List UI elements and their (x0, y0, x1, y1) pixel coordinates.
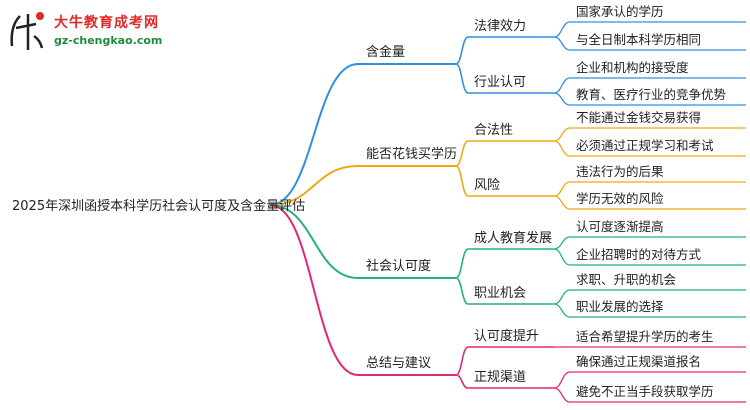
connector-line (455, 374, 469, 389)
connector-line (553, 181, 571, 197)
connector-line (553, 195, 571, 210)
connector-line (553, 21, 571, 38)
connector-line (553, 140, 571, 157)
connector-line (553, 387, 571, 403)
logo-dot-icon (36, 12, 44, 20)
connector-line (269, 63, 359, 206)
connector-line (455, 346, 469, 376)
connector-line (553, 289, 571, 305)
connector-line (455, 140, 469, 167)
sub-branch-node: 认可度提升 (474, 328, 539, 344)
connector-line (455, 248, 469, 279)
leaf-node: 职业发展的选择 (576, 299, 664, 314)
leaf-node: 与全日制本科学历相同 (576, 32, 701, 47)
mindmap-labels: 2025年深圳函授本科学历社会认可度及含金量评估 含金量 法律效力 国家承认的学历与全… (12, 4, 727, 399)
connector-line (455, 63, 469, 94)
sub-branch-node: 行业认可 (474, 75, 526, 90)
leaf-node: 适合希望提升学历的考生 (576, 329, 714, 344)
branch-node: 社会认可度 (366, 258, 431, 274)
connector-line (455, 165, 469, 197)
sub-branch-node: 法律效力 (474, 19, 526, 34)
sub-branch-node: 正规渠道 (474, 370, 526, 385)
logo-mark-icon (10, 12, 44, 50)
leaf-node: 确保通过正规渠道报名 (576, 354, 701, 369)
connector-line (553, 248, 571, 266)
connector-line (553, 77, 571, 94)
branch-node: 能否花钱买学历 (366, 146, 457, 162)
sub-branch-node: 职业机会 (474, 286, 526, 301)
connector-line (269, 204, 359, 376)
connector-line (553, 127, 571, 142)
leaf-node: 违法行为的后果 (576, 164, 664, 179)
logo-url: gz-chengkao.com (54, 34, 163, 47)
connector-line (553, 371, 571, 389)
connector-line (269, 204, 359, 279)
sub-branch-node: 合法性 (474, 123, 513, 138)
branch-node: 含金量 (366, 44, 405, 60)
leaf-node: 必须通过正规学习和考试 (576, 138, 714, 153)
leaf-node: 国家承认的学历 (576, 4, 664, 19)
connector-line (269, 165, 359, 206)
leaf-node: 教育、医疗行业的竞争优势 (576, 87, 727, 102)
leaf-node: 求职、升职的机会 (576, 272, 677, 287)
sub-branch-node: 成人教育发展 (474, 230, 552, 246)
connector-line (553, 92, 571, 106)
connector-line (553, 236, 571, 250)
logo-title: 大牛教育成考网 (54, 15, 159, 31)
connector-line (553, 36, 571, 51)
connector-line (553, 303, 571, 318)
branch-node: 总结与建议 (366, 356, 431, 371)
leaf-node: 避免不正当手段获取学历 (576, 384, 714, 399)
leaf-node: 不能通过金钱交易获得 (576, 110, 701, 125)
connector-line (455, 277, 469, 305)
sub-branch-node: 风险 (474, 178, 500, 193)
root-topic: 2025年深圳函授本科学历社会认可度及含金量评估 (12, 198, 305, 214)
connector-line (455, 36, 469, 65)
leaf-node: 学历无效的风险 (576, 191, 664, 206)
mindmap-connectors (269, 21, 746, 403)
leaf-node: 企业招聘时的对待方式 (576, 247, 702, 262)
site-logo[interactable]: 大牛教育成考网 gz-chengkao.com (6, 6, 186, 56)
leaf-node: 企业和机构的接受度 (576, 60, 689, 75)
leaf-node: 认可度逐渐提高 (576, 219, 664, 234)
